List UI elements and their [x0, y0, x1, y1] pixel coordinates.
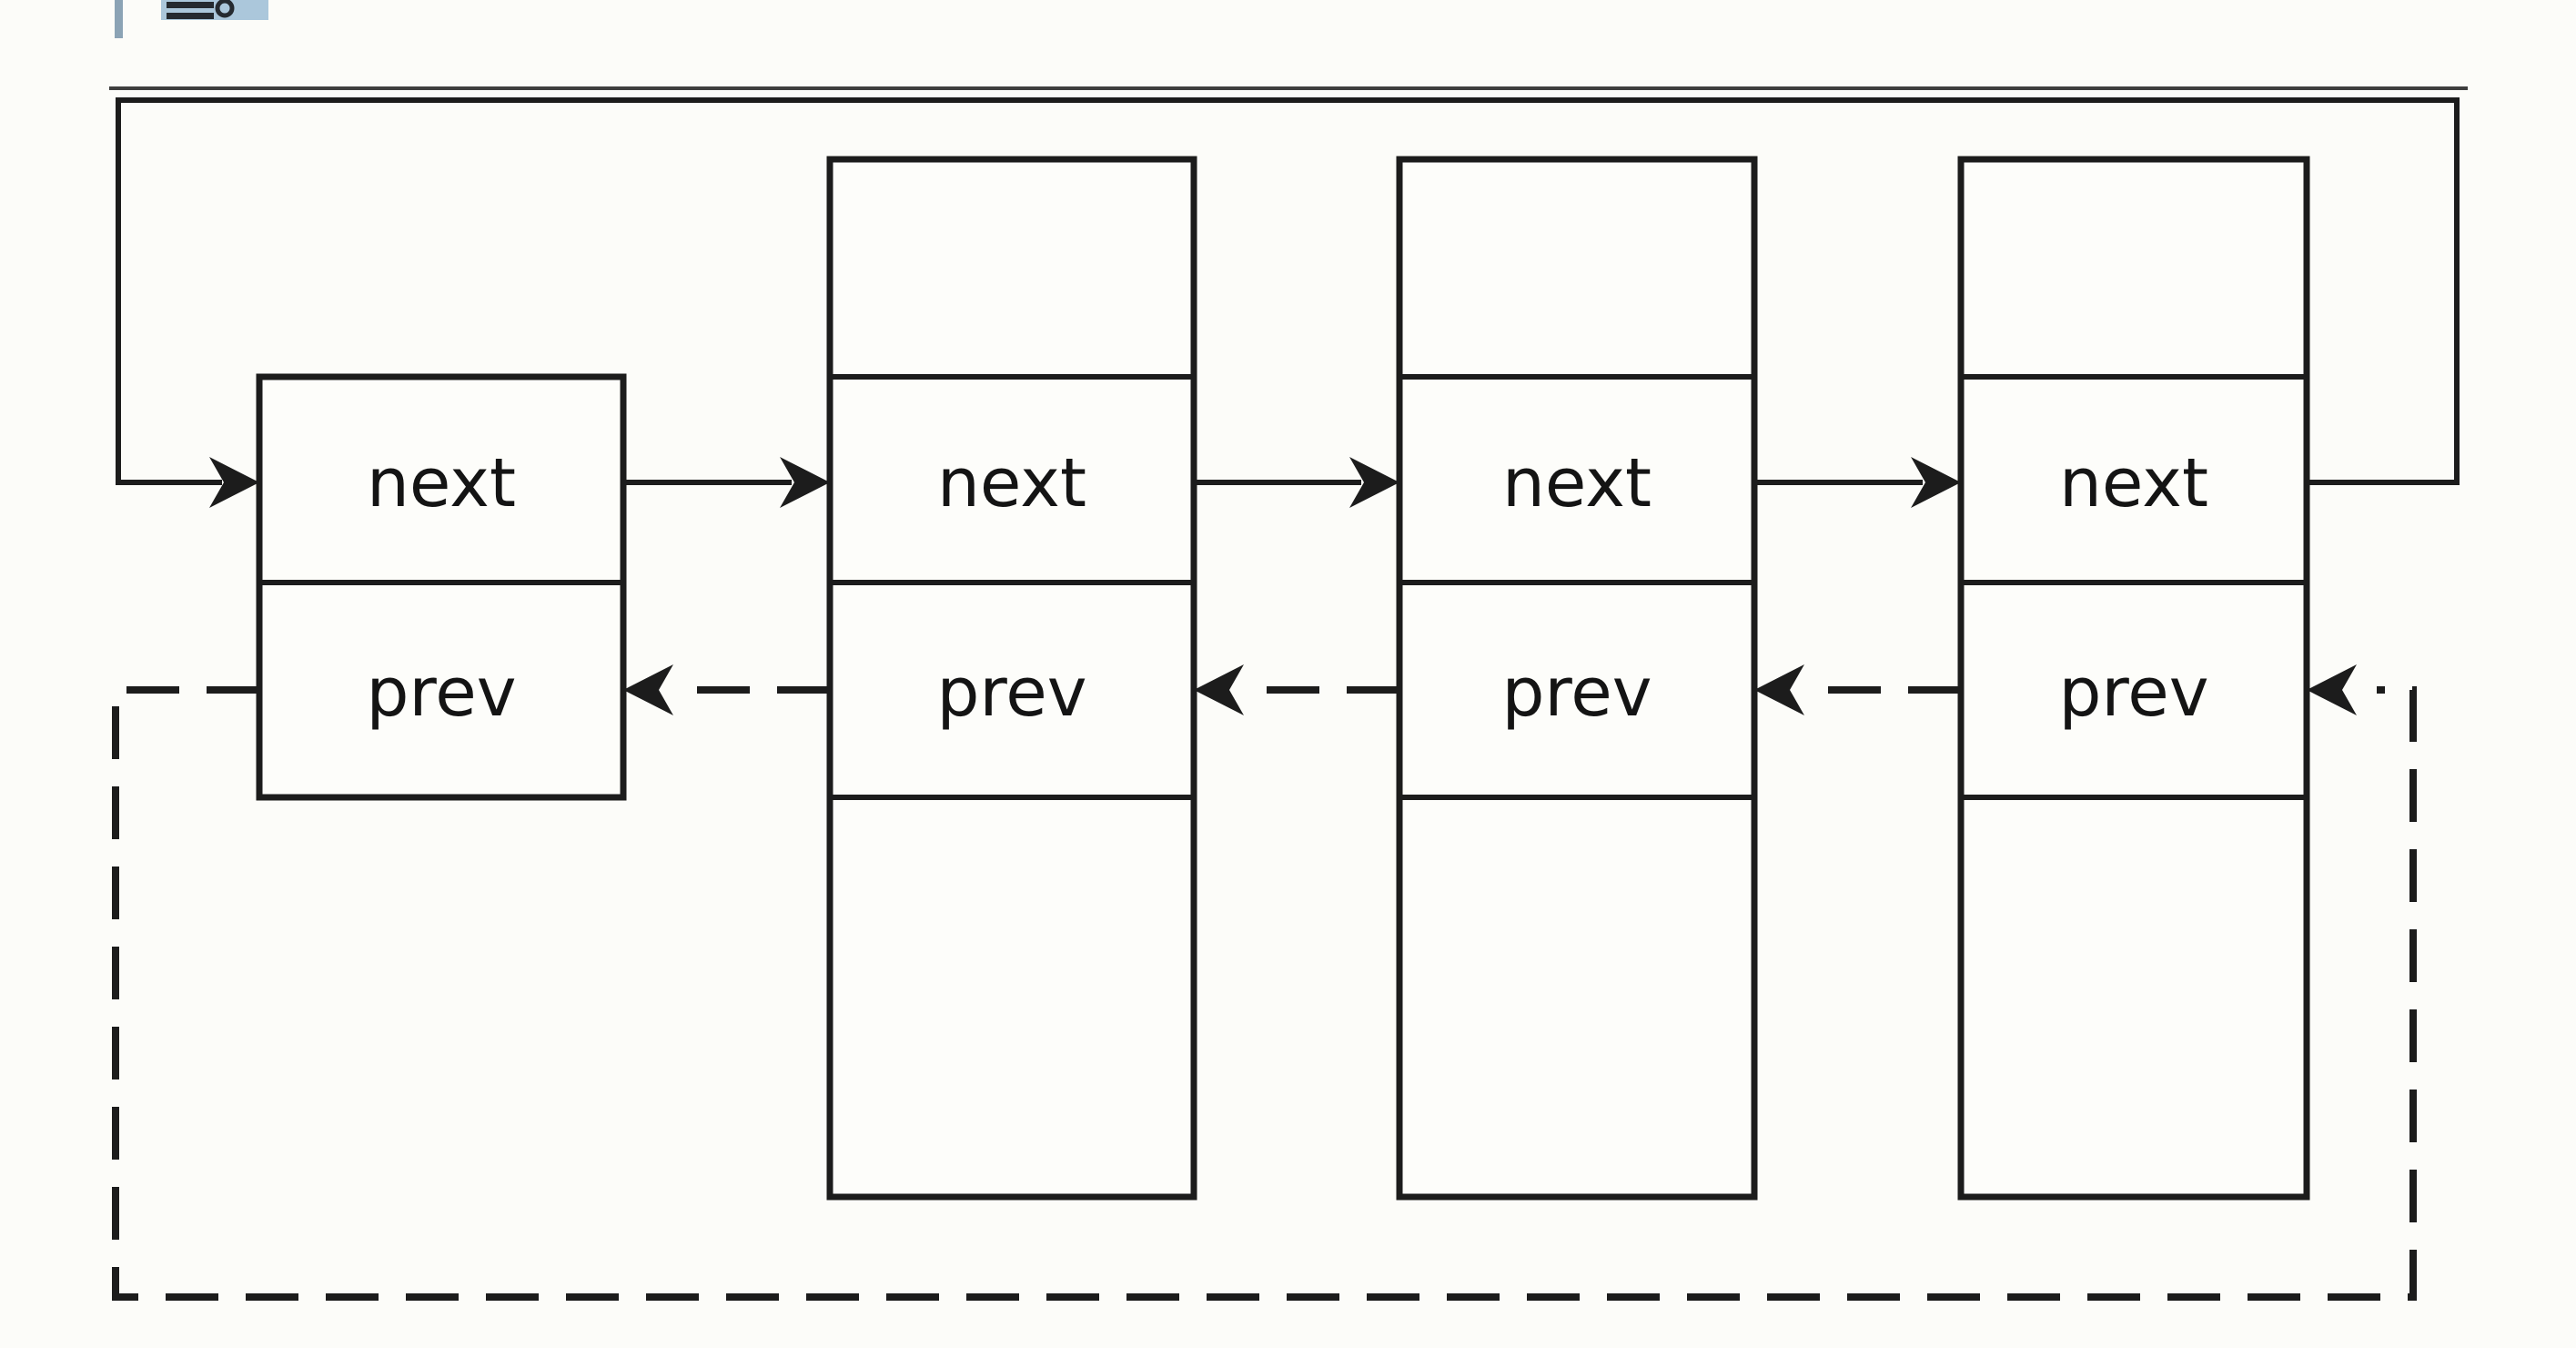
node-1-box — [256, 373, 627, 801]
node-3-next-label: next — [1502, 444, 1652, 522]
prev-arrowhead-into-node4 — [2307, 664, 2357, 715]
node-4-next-label: next — [2059, 444, 2208, 522]
glyph-stroke-bottom — [167, 13, 214, 19]
node-1-next-label: next — [367, 444, 516, 522]
prev-arrowhead-into-node3 — [1754, 664, 1804, 715]
glyph-circle — [215, 0, 235, 18]
node-2-prev-label: prev — [936, 654, 1086, 732]
next-arrowhead-into-node1 — [209, 457, 259, 508]
next-loop-path-node4-to-node1 — [116, 97, 2460, 485]
text-selection-fragment-icon — [115, 0, 268, 38]
node-1: next prev — [256, 373, 627, 801]
prev-loop-path-node1-to-node4 — [112, 686, 2417, 1301]
node-3: next prev — [1396, 156, 1758, 1201]
node-1-prev-label: prev — [366, 654, 516, 732]
node-3-prev-label: prev — [1501, 654, 1652, 732]
node-2: next prev — [826, 156, 1197, 1201]
node-2-next-label: next — [937, 444, 1086, 522]
next-arrowhead-into-node2 — [780, 457, 830, 508]
next-arrowhead-into-node3 — [1349, 457, 1399, 508]
node-4-box — [1957, 156, 2310, 1201]
node-3-box — [1396, 156, 1758, 1201]
prev-arrowhead-into-node2 — [1194, 664, 1244, 715]
node-2-box — [826, 156, 1197, 1201]
node-4: next prev — [1957, 156, 2310, 1201]
cursor-bar — [115, 0, 123, 38]
prev-arrowhead-into-node1 — [623, 664, 673, 715]
node-4-prev-label: prev — [2058, 654, 2208, 732]
glyph-stroke-top — [167, 2, 214, 8]
next-arrowhead-into-node4 — [1911, 457, 1961, 508]
